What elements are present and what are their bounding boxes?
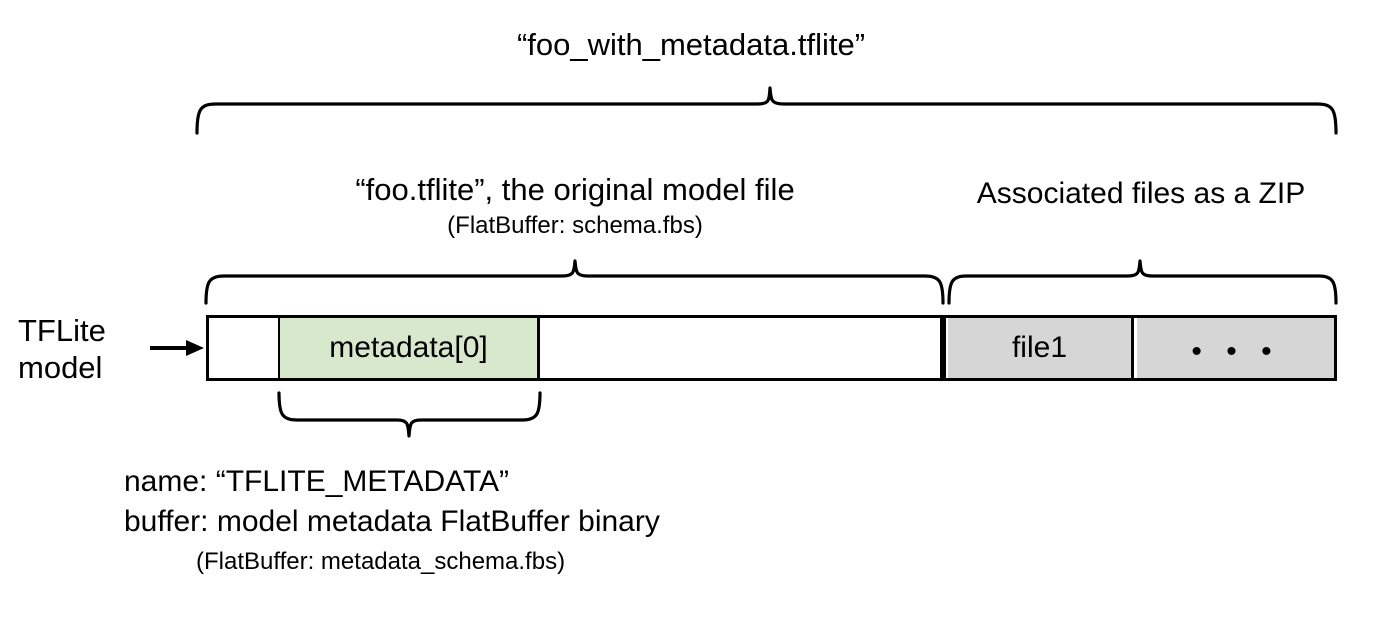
diagram-title: “foo_with_metadata.tflite”	[516, 27, 866, 62]
brace-metadata-detail	[277, 391, 542, 438]
brace-zip-files	[947, 259, 1338, 305]
model-file-caption: “foo.tflite”, the original model file	[355, 172, 795, 207]
bar-cell-header	[209, 318, 280, 378]
metadata-detail-buffer: buffer: model metadata FlatBuffer binary	[124, 505, 660, 538]
metadata-detail-name: name: “TFLITE_METADATA”	[124, 465, 510, 498]
zip-section-caption: Associated files as a ZIP	[976, 177, 1306, 210]
bar-cell-metadata: metadata[0]	[280, 318, 540, 378]
brace-model-file	[204, 259, 945, 305]
tflite-model-bar: metadata[0] file1 • • •	[206, 315, 1337, 381]
source-label-line1: TFLite	[18, 313, 106, 348]
brace-full-file	[195, 86, 1338, 135]
bar-cell-more-files: • • •	[1137, 318, 1334, 378]
metadata-detail-schema: (FlatBuffer: metadata_schema.fbs)	[196, 548, 566, 575]
bar-cell-section-divider	[940, 318, 946, 378]
ellipsis-icon: • • •	[1191, 335, 1280, 368]
bar-cell-file1: file1	[948, 318, 1134, 378]
bar-cell-model-body	[543, 318, 940, 378]
model-file-subcaption: (FlatBuffer: schema.fbs)	[447, 212, 703, 239]
source-label-line2: model	[18, 349, 103, 385]
